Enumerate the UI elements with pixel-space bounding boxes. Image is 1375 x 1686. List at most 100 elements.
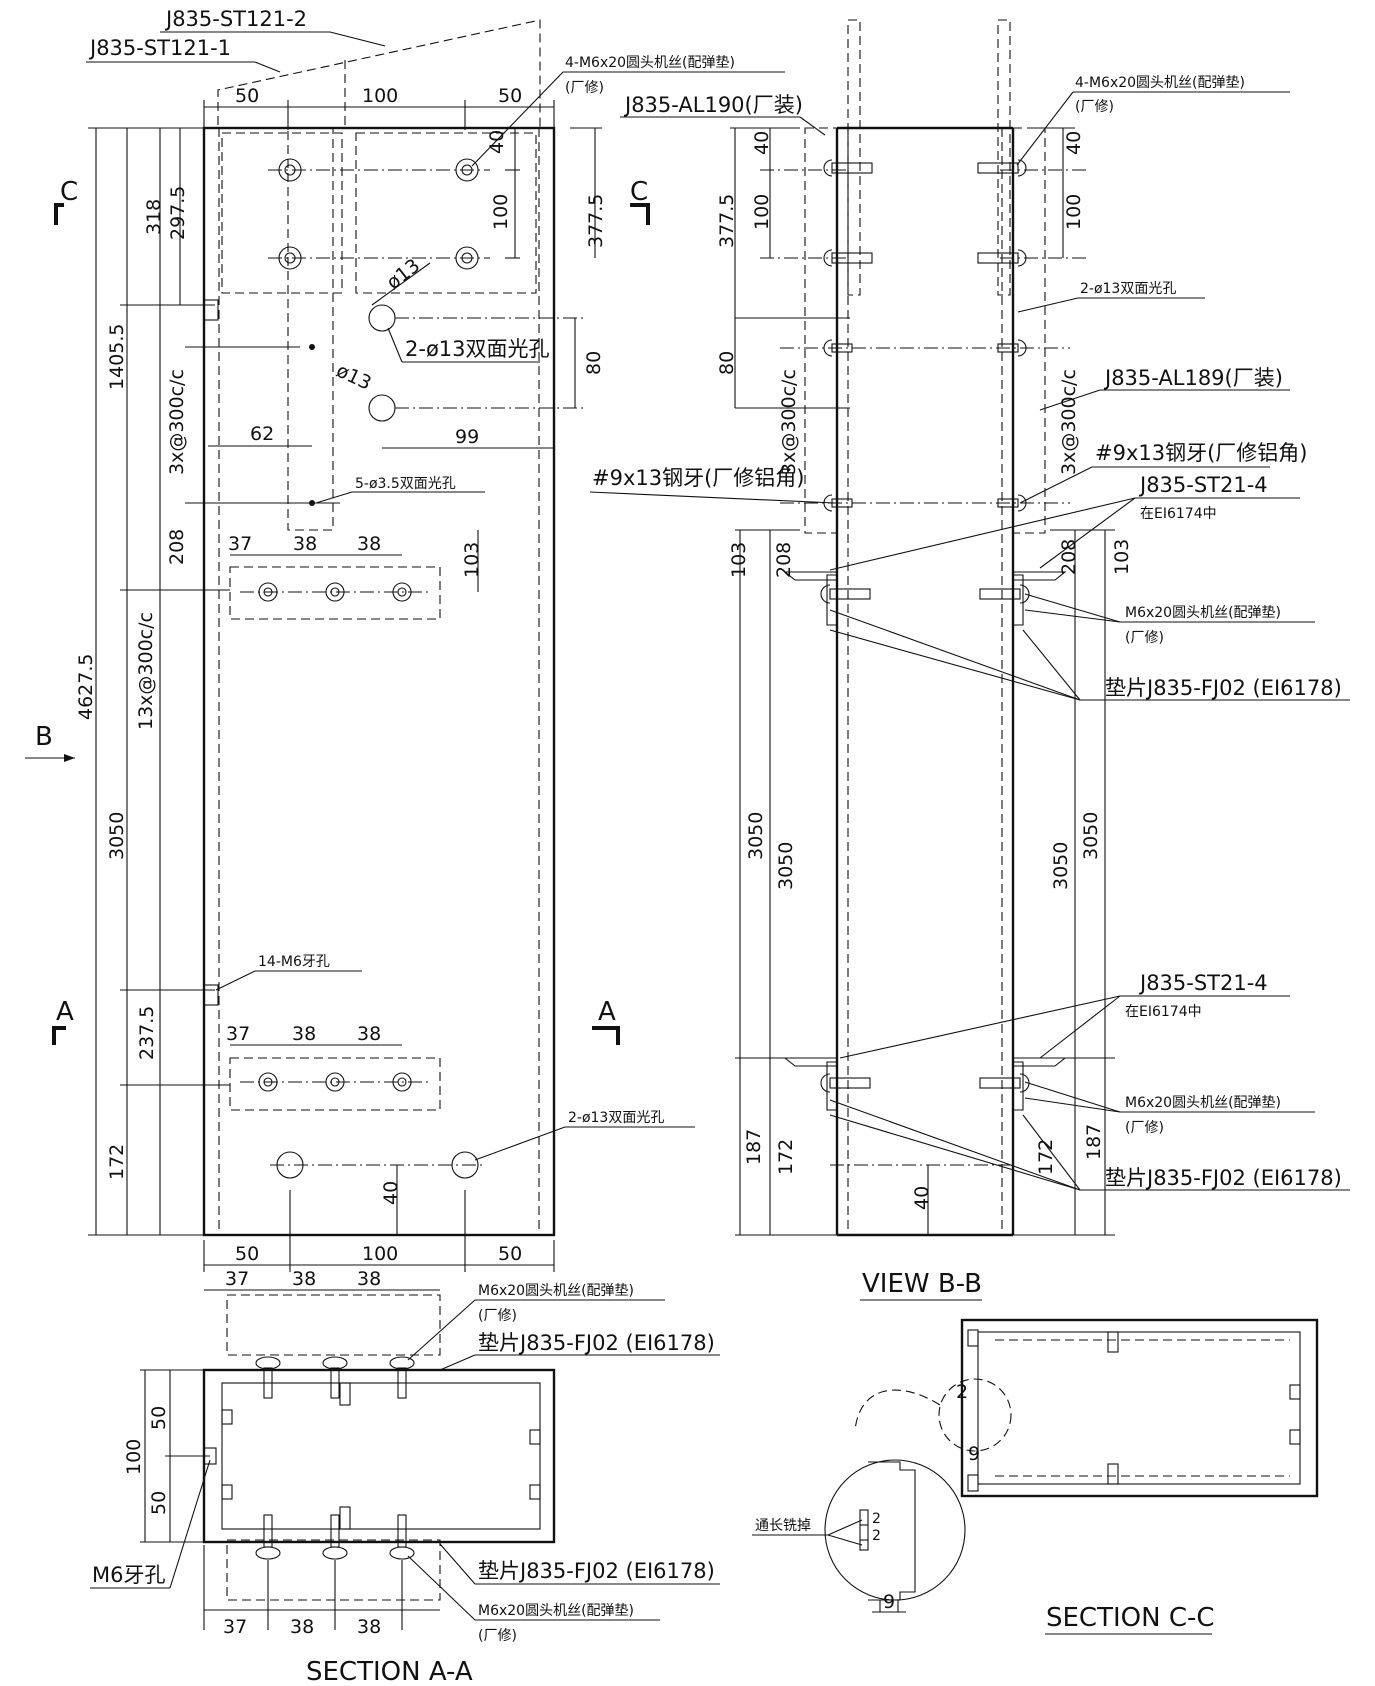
dim-208-bb-right: 208 [1058,539,1080,575]
section-mark-a-right: A [598,997,616,1027]
section-cc: 2 9 2 2 通长铣掉 9 SECTION C-C [752,1318,1319,1635]
dim-377-5-front: 377.5 [585,194,607,248]
note-5-holes: 5-ø3.5双面光孔 [355,476,456,492]
note-washer-aa-top: 垫片J835-FJ02 (EI6178) [478,1331,715,1355]
dim-172-bb-right: 172 [1035,1139,1057,1175]
dim-103-bb-left: 103 [728,542,750,578]
title-view-bb: VIEW B-B [862,1269,982,1299]
dim-37-lower: 37 [226,1023,250,1045]
dim-172-bb-left: 172 [775,1139,797,1175]
dim-38-aa-top-b: 38 [357,1268,381,1290]
dim-50-aa-a: 50 [148,1406,170,1430]
dim-208-bb-left: 208 [773,542,795,578]
dim-99: 99 [455,426,479,448]
dim-3x300-bb-left: 3x@300c/c [778,369,800,475]
note-factory-bb-lower: (厂修) [1125,1120,1164,1136]
dim-50-aa-b: 50 [148,1491,170,1515]
part-label-al189: J835-AL189(厂装) [1103,366,1283,390]
dim-37-upper: 37 [228,533,252,555]
dim-103-bb-right: 103 [1111,539,1133,575]
dim-80-bb: 80 [716,351,738,375]
note-m6x20-aa-top: M6x20圆头机丝(配弹垫) [478,1283,634,1299]
dim-3050-bb-c: 3050 [1050,842,1072,890]
dim-40-bottom-front: 40 [380,1181,402,1205]
note-m6-tapped: M6牙孔 [92,1563,165,1587]
aa-notches [221,1382,541,1530]
note-mill-full-length: 通长铣掉 [755,1518,811,1534]
view-mark-b: B [35,722,53,752]
aa-bolts-top [255,1356,415,1399]
dim-bottom-50-right: 50 [498,1243,522,1265]
dim-318: 318 [143,199,165,235]
dim-40-bb-right: 40 [1063,131,1085,155]
dim-top-100: 100 [362,85,398,107]
title-section-aa: SECTION A-A [306,1657,473,1686]
dim-9-detail: 9 [883,1591,895,1613]
note-washer-bb-upper: 垫片J835-FJ02 (EI6178) [1105,676,1342,700]
note-steel-screw-right: #9x13钢牙(厂修铝角) [1095,441,1308,465]
screws-top-bb [823,159,1027,267]
note-2-holes-lower: 2-ø13双面光孔 [568,1110,664,1126]
dim-38-aa-bottom-a: 38 [290,1616,314,1638]
dim-13x300: 13x@300c/c [135,612,157,730]
small-screws-bb [823,339,1027,512]
dim-377-5-bb: 377.5 [716,194,738,248]
dim-37-aa-bottom: 37 [223,1616,247,1638]
section-mark-c-right: C [630,177,648,207]
part-label-al190: J835-AL190(厂装) [623,93,803,117]
part-label-st121-2: J835-ST121-2 [164,7,307,31]
dim-62: 62 [250,423,274,445]
note-factory-bb: (厂修) [1075,99,1114,115]
dim-40-bb-bottom: 40 [911,1186,933,1210]
dim-100-aa: 100 [123,1439,145,1475]
note-factory-aa-bottom: (厂修) [478,1628,517,1644]
dim-100-bb-left: 100 [751,194,773,230]
note-2-holes-bb: 2-ø13双面光孔 [1080,281,1176,297]
dim-3x300-bb-right: 3x@300c/c [1058,369,1080,475]
dia13-upper: ø13 [383,255,425,294]
dim-2-detail-a: 2 [872,1511,881,1527]
front-view: J835-ST121-2 J835-ST121-1 50 100 50 [25,7,785,1272]
note-washer-aa-bottom: 垫片J835-FJ02 (EI6178) [478,1559,715,1583]
dim-3050-bb-d: 3050 [1080,812,1102,860]
aa-bolts-bottom [255,1514,415,1560]
title-section-cc: SECTION C-C [1046,1603,1215,1633]
dim-38-upper-b: 38 [357,533,381,555]
dim-208-front: 208 [166,529,188,565]
note-factory-front: (厂修) [565,80,604,96]
note-m6x20-bb-lower: M6x20圆头机丝(配弹垫) [1125,1095,1281,1111]
note-factory-aa-top: (厂修) [478,1308,517,1324]
note-ei6174-upper: 在EI6174中 [1140,506,1217,522]
dim-3x300-front: 3x@300c/c [166,369,188,475]
dia13-lower: ø13 [333,360,375,395]
dim-100-front: 100 [490,194,512,230]
dim-1405-5: 1405.5 [106,324,128,390]
dim-bottom-50-left: 50 [235,1243,259,1265]
dim-2-detail-b: 2 [872,1528,881,1544]
section-mark-c-left: C [60,177,78,207]
note-4-m6x20-front: 4-M6x20圆头机丝(配弹垫) [565,55,735,71]
dim-38-lower-b: 38 [357,1023,381,1045]
section-aa: 37 38 38 M6x20圆头机丝(配弹垫) (厂修) [90,1268,720,1686]
dim-237-5: 237.5 [136,1006,158,1060]
note-2-holes-upper: 2-ø13双面光孔 [405,337,550,361]
view-bb: J835-AL190(厂装) 4-M6x20圆头机丝(配弹垫) (厂修) 40 … [589,19,1350,1301]
dim-38-aa-top-a: 38 [292,1268,316,1290]
note-steel-screw-left: #9x13钢牙(厂修铝角) [592,466,805,490]
dim-297-5: 297.5 [167,186,189,240]
dim-38-lower-a: 38 [292,1023,316,1045]
note-m6x20-bb-upper: M6x20圆头机丝(配弹垫) [1125,605,1281,621]
dim-172-front: 172 [106,1144,128,1180]
note-factory-bb-upper: (厂修) [1125,630,1164,646]
dim-9-cc: 9 [968,1443,980,1465]
dim-3050-bb-a: 3050 [745,812,767,860]
note-ei6174-lower: 在EI6174中 [1125,1004,1202,1020]
dim-40-front: 40 [486,130,508,154]
dim-38-upper-a: 38 [293,533,317,555]
dim-3050-front: 3050 [106,812,128,860]
dim-4627-5: 4627.5 [75,654,97,720]
dim-80-front: 80 [583,351,605,375]
dim-187-bb-right: 187 [1083,1124,1105,1160]
part-label-st121-1: J835-ST121-1 [88,36,231,60]
dim-103-front: 103 [461,542,483,578]
